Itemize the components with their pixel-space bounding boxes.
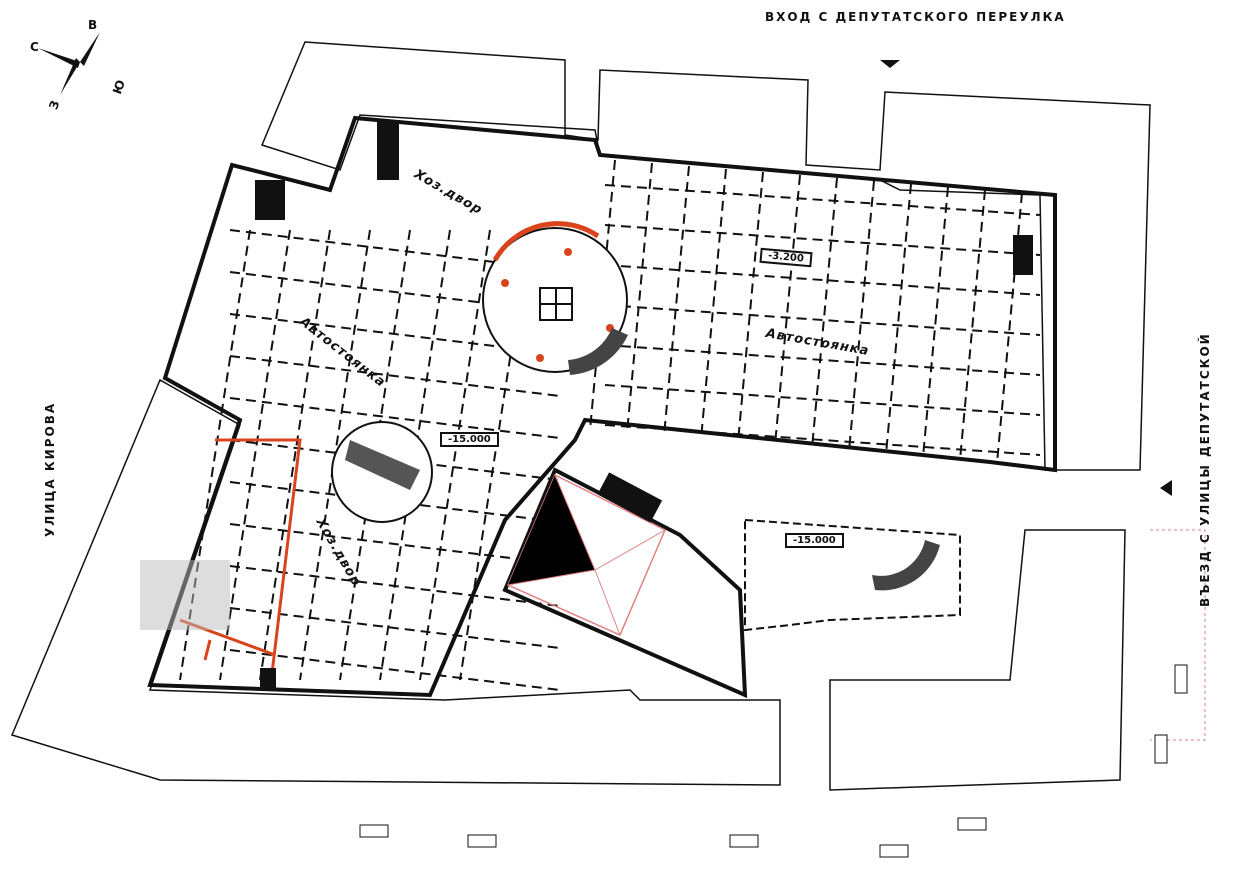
grid-line (229, 607, 561, 649)
grid-line (259, 229, 331, 681)
grid-line (604, 264, 1041, 296)
level-mark-middle: -15.000 (440, 432, 499, 447)
grid-line (811, 177, 838, 449)
grid-line (626, 162, 653, 434)
grid-line (700, 168, 727, 440)
grid-line (604, 384, 1041, 416)
entrance-arrow-right (1160, 480, 1172, 496)
grid-line (229, 523, 561, 565)
right-entrance-label: ВЪЕЗД С УЛИЦЫ ДЕПУТАТСКОЙ (1198, 332, 1212, 607)
grid-line (419, 229, 491, 681)
grid-line (604, 224, 1041, 256)
grid-line (848, 180, 875, 452)
level-mark-lower: -15.000 (785, 533, 844, 548)
street-kirova-label: УЛИЦА КИРОВА (43, 401, 57, 537)
cars (359, 664, 1188, 858)
grid-line (604, 344, 1041, 376)
grid-line (737, 171, 764, 443)
grid-line (229, 397, 561, 439)
grid-line (229, 355, 561, 397)
grid-line (774, 174, 801, 446)
grid-line (604, 424, 1041, 456)
entrance-arrow-top (880, 60, 900, 68)
grid-line (885, 183, 912, 455)
grid-line (996, 192, 1023, 464)
access-road (1150, 529, 1206, 741)
grid-line (229, 649, 561, 691)
surrounding-buildings (10, 41, 1151, 791)
top-entrance-label: ВХОД С ДЕПУТАТСКОГО ПЕРЕУЛКА (765, 10, 1066, 24)
grid-line (179, 229, 251, 681)
grid-line (604, 304, 1041, 336)
compass-icon (38, 32, 108, 95)
compass-north: С (30, 40, 39, 54)
rotunda-accent-arc (492, 221, 600, 262)
main-walls (147, 115, 1057, 699)
grid-line (219, 229, 291, 681)
grid-line (663, 165, 690, 437)
stairs (255, 120, 1033, 690)
ramp-lower (872, 540, 940, 591)
ramp-upper (568, 328, 628, 375)
compass-east: В (88, 18, 98, 32)
column-grid (179, 159, 1041, 691)
paved-area (140, 560, 230, 630)
grid-line (922, 186, 949, 458)
grid-line (459, 229, 531, 681)
grid-line (959, 189, 986, 461)
grid-line (604, 184, 1041, 216)
